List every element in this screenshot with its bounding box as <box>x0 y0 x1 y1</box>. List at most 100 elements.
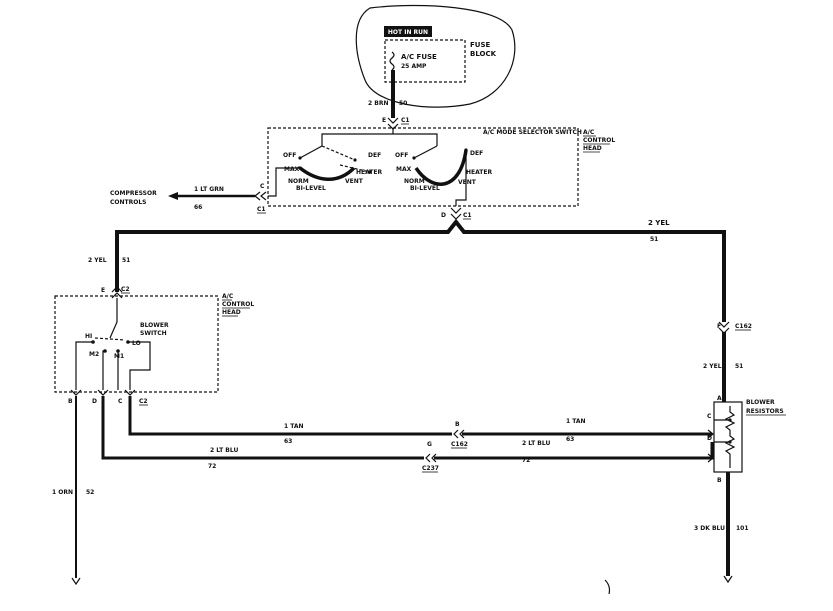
mode-head-label-1: A/C <box>583 129 595 136</box>
wire-63-right-circuit: 63 <box>566 436 574 443</box>
wire-66-circuit: 66 <box>194 204 202 211</box>
resistor-taps <box>714 419 730 443</box>
connector-c1-top: C1 <box>401 117 410 124</box>
right-mode-wiper <box>413 145 438 159</box>
hot-in-run-label-box <box>384 26 432 37</box>
left-pos-vent: VENT <box>345 178 364 185</box>
blower-pos-lo: LO <box>132 340 141 347</box>
wire-52-gauge-color: 1 ORN <box>52 489 73 496</box>
mode-head-internal-bottom <box>455 150 467 206</box>
connector-c2-bottom: C2 <box>139 398 148 405</box>
connector-c2-b-icon <box>70 389 82 396</box>
right-pos-heater: HEATER <box>466 169 492 176</box>
blower-head-label-1: A/C <box>222 293 234 300</box>
blower-pos-m2: M2 <box>89 351 99 358</box>
blower-head-box <box>54 295 219 393</box>
resistor-c-arrow-icon <box>707 429 714 439</box>
connector-c1-left-pin: C <box>260 183 265 190</box>
connector-c2-d-icon <box>97 389 109 396</box>
left-pos-norm: NORM <box>288 178 309 185</box>
blower-resistors-label-2: RESISTORS <box>746 408 784 415</box>
wire-101-circuit: 101 <box>736 525 749 532</box>
connector-c1-bottom-icon <box>450 207 462 220</box>
wire-72 <box>101 396 714 460</box>
blower-switch-wiper <box>109 298 118 339</box>
connector-c162-right: C162 <box>735 323 752 330</box>
resistor-pin-b: B <box>717 477 722 484</box>
left-pos-bilevel: BI-LEVEL <box>296 185 326 192</box>
blower-switch-label-2: SWITCH <box>140 330 167 337</box>
connector-c1-bottom: C1 <box>463 212 472 219</box>
blower-head-label-2: CONTROL <box>222 301 254 308</box>
mode-selector-head-box <box>267 127 579 207</box>
right-pos-vent: VENT <box>458 179 477 186</box>
wire-52-circuit: 52 <box>86 489 94 496</box>
blower-head-label-3: HEAD <box>222 309 241 316</box>
blower-resistors-label-1: BLOWER <box>746 399 775 406</box>
blower-pos-m1: M1 <box>114 353 124 360</box>
fuse-symbol-icon <box>389 51 395 71</box>
scan-mark <box>604 579 611 595</box>
wire-63 <box>128 396 712 436</box>
right-pos-norm: NORM <box>404 178 425 185</box>
compressor-label-2: CONTROLS <box>110 199 146 206</box>
connector-c237-icon <box>425 453 437 463</box>
connector-c1-left-icon <box>254 191 267 201</box>
wire-72-right-gauge-color: 2 LT BLU <box>522 440 550 447</box>
connector-c2-c-icon <box>124 389 136 396</box>
connector-c237: C237 <box>422 465 439 472</box>
left-mode-wiper <box>299 145 323 159</box>
fuse-block-label-2: BLOCK <box>470 50 497 58</box>
wire-66-gauge-color: 1 LT GRN <box>194 186 224 193</box>
connector-c162-mid: C162 <box>451 441 468 448</box>
fuse-rating: 25 AMP <box>401 63 427 70</box>
wire-50-circuit: 50 <box>399 100 407 107</box>
left-mode-dash <box>321 145 371 173</box>
wire-72-left-circuit: 72 <box>208 463 216 470</box>
right-pos-def: DEF <box>470 150 483 157</box>
mode-head-label-2: CONTROL <box>583 137 615 144</box>
left-pos-def: DEF <box>368 152 381 159</box>
connector-c1-bottom-pin: D <box>441 212 446 219</box>
wire-51-main <box>115 218 726 322</box>
right-pos-max: MAX <box>396 166 412 173</box>
hand-drawn-circle <box>355 4 516 108</box>
left-mode-arc <box>298 166 356 181</box>
connector-c162-mid-icon <box>453 429 465 439</box>
wire-51-right-circuit: 51 <box>735 363 743 370</box>
right-pos-off: OFF <box>395 152 408 159</box>
wire-72-right-circuit: 72 <box>522 457 530 464</box>
wire-51-left-circuit: 51 <box>122 257 130 264</box>
blower-switch-dash <box>94 337 126 341</box>
wire-51-right-gauge-color: 2 YEL <box>703 363 722 370</box>
wire-101-gauge-color: 3 DK BLU <box>694 525 725 532</box>
left-pos-off: OFF <box>283 152 296 159</box>
connector-c2-top: C2 <box>121 286 130 293</box>
mode-head-internal-left <box>268 167 300 197</box>
right-mode-arc <box>414 149 468 186</box>
wire-51-top-circuit: 51 <box>650 236 658 243</box>
wire-72-left-gauge-color: 2 LT BLU <box>210 447 238 454</box>
blower-resistors-box <box>713 401 743 473</box>
resistor-d-arrow-icon <box>707 453 714 463</box>
hot-in-run-label: HOT IN RUN <box>388 29 428 36</box>
wire-101-end-icon <box>723 575 733 584</box>
left-pos-max: MAX <box>284 166 300 173</box>
wire-50-gauge-color: 2 BRN <box>368 100 388 107</box>
wire-51-top-gauge-color: 2 YEL <box>648 219 670 227</box>
connector-c2-top-pin: E <box>101 287 105 294</box>
mode-head-bus <box>321 128 438 146</box>
wire-52-end-icon <box>71 577 81 586</box>
connector-c162-mid-pin: B <box>455 421 460 428</box>
wire-51-left-gauge-color: 2 YEL <box>88 257 107 264</box>
connector-c2-pin-c: C <box>118 398 123 405</box>
connector-c1-left: C1 <box>257 206 266 213</box>
connector-c1-top-pin: E <box>382 117 386 124</box>
resistor-zigzag-icon <box>724 406 736 468</box>
wire-63-left-gauge-color: 1 TAN <box>284 423 304 430</box>
fuse-block-box <box>384 39 466 83</box>
blower-pos-hi: HI <box>85 333 92 340</box>
mode-switch-title: A/C MODE SELECTOR SWITCH <box>483 129 582 136</box>
connector-c1-top-icon <box>387 117 399 130</box>
